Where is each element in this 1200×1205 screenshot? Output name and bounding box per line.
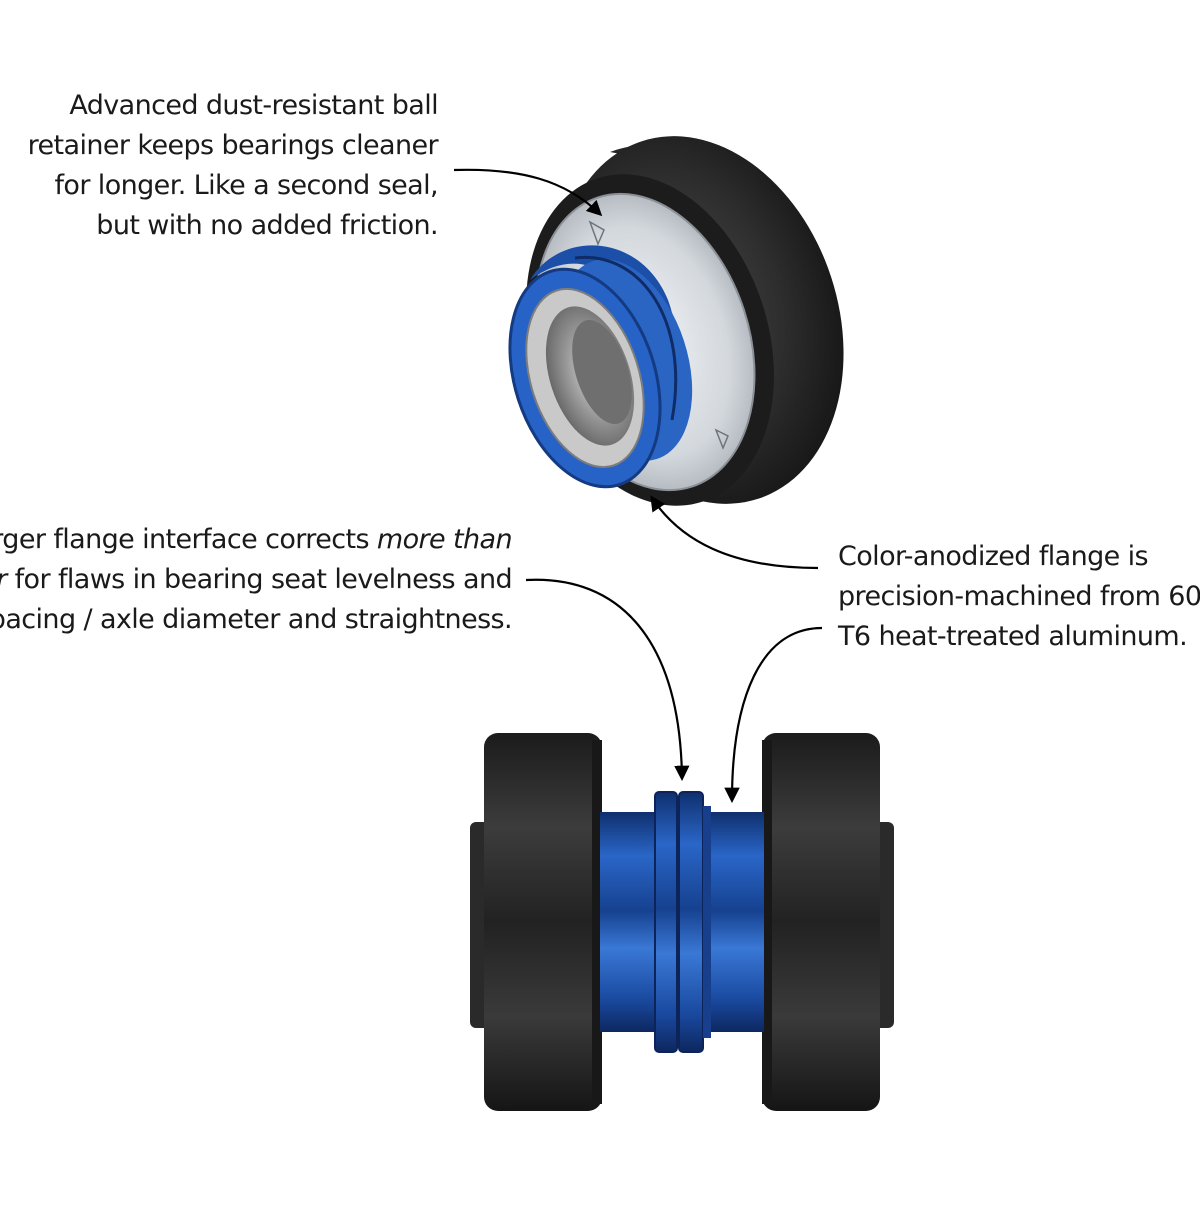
callout-flange-line-2: ever for flaws in bearing seat levelness…: [0, 560, 513, 600]
callout-anodized-line: precision-machined from 6061: [838, 581, 1200, 612]
callout-flange-line-3: spacing / axle diameter and straightness…: [0, 604, 513, 635]
callout-flange-text: for flaws in bearing seat levelness and: [6, 564, 513, 595]
callout-flange-text: Larger flange interface corrects: [0, 524, 377, 555]
callout-flange-line-1: Larger flange interface corrects more th…: [0, 520, 513, 560]
arrow-flange-interface: [525, 578, 690, 782]
top-bearing: [508, 136, 844, 506]
callout-anodized-line: Color-anodized flange is: [838, 541, 1149, 572]
blue-flange-groove: [574, 255, 678, 421]
callout-arrows: [453, 168, 823, 804]
arrow-anodized-bottom: [724, 626, 823, 804]
callout-flange-interface: Larger flange interface corrects more th…: [0, 520, 513, 640]
callout-retainer-line: Advanced dust-resistant ball: [69, 90, 438, 121]
left-bearing: [484, 733, 602, 1111]
callout-anodized-line: T6 heat-treated aluminum.: [838, 621, 1188, 652]
callout-flange-emphasis: more than: [376, 524, 513, 555]
callout-retainer-line: for longer. Like a second seal,: [54, 170, 439, 201]
flange-collar-left: [654, 791, 678, 1053]
flange-step: [703, 806, 711, 1038]
callout-anodized: Color-anodized flange is precision-machi…: [838, 537, 1200, 657]
retainer-mark-top: [588, 220, 605, 247]
left-bearing-edge: [592, 740, 602, 1104]
callout-flange-emphasis: ever: [0, 564, 7, 595]
retainer-mark-bottom: [714, 428, 729, 451]
right-bearing: [762, 733, 880, 1111]
bottom-bearing-pair: [470, 733, 894, 1111]
callout-retainer-line: but with no added friction.: [96, 210, 438, 241]
flange-collar-right: [678, 791, 704, 1053]
arrow-retainer: [453, 168, 603, 217]
right-bearing-edge: [762, 740, 772, 1104]
arrow-anodized-top: [650, 495, 819, 570]
bore-depth: [572, 320, 632, 424]
callout-retainer-line: retainer keeps bearings cleaner: [27, 130, 439, 161]
callout-retainer: Advanced dust-resistant ball retainer ke…: [27, 86, 439, 246]
